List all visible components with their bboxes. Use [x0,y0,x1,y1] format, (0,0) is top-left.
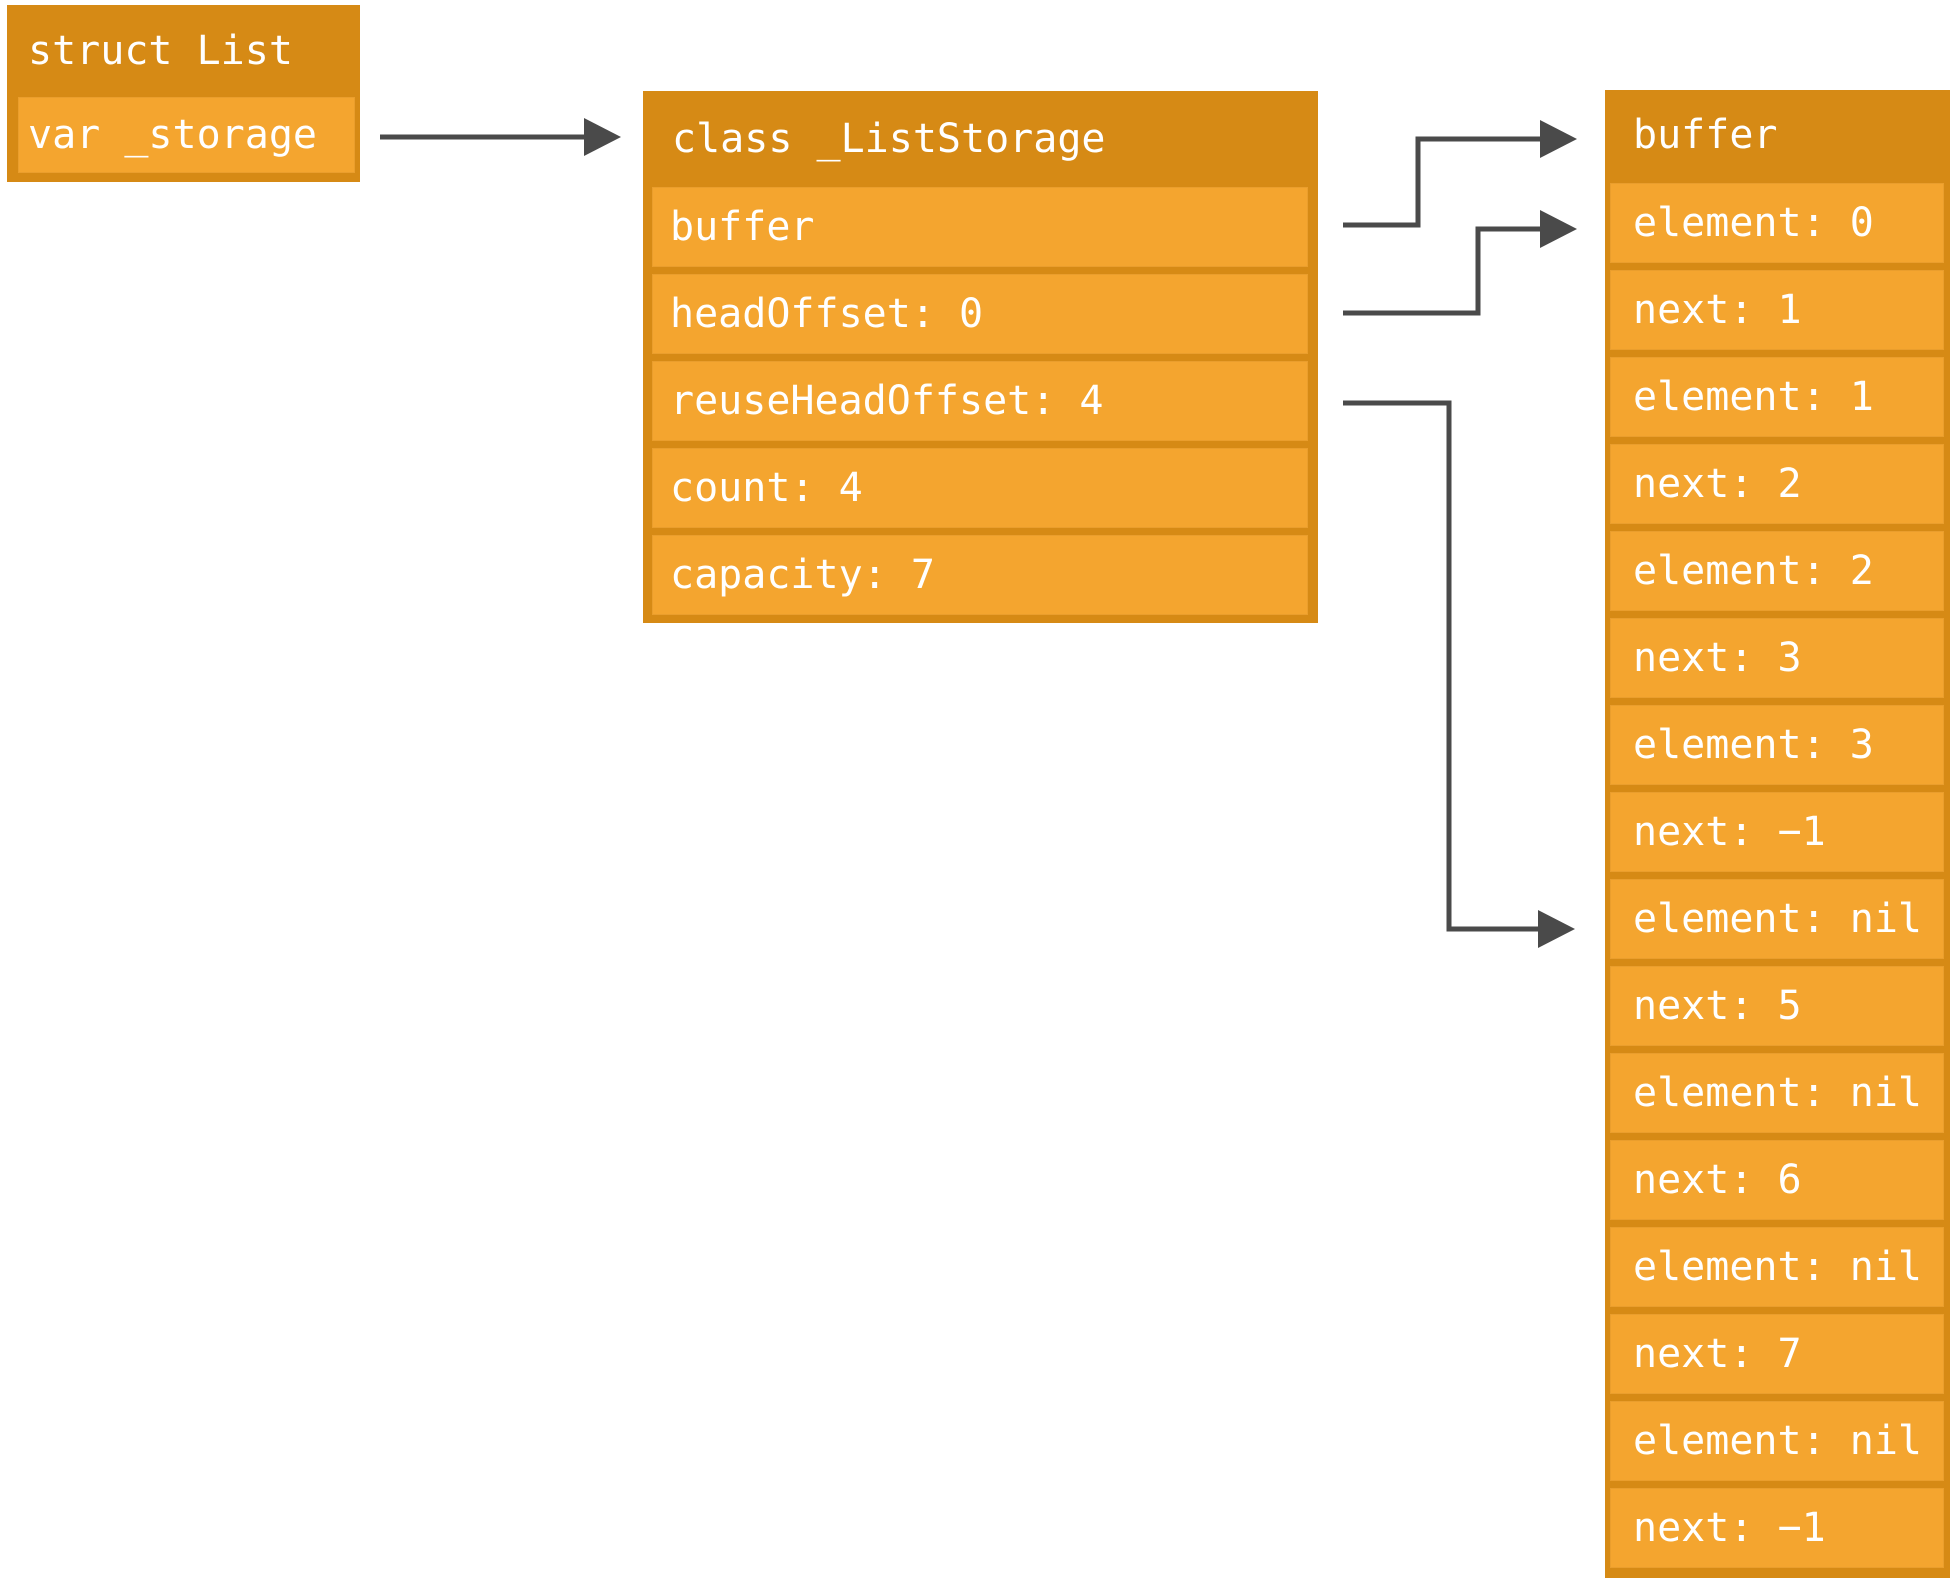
arrow-reuseheadoffset-to-slot4 [1343,400,1575,948]
list-storage-rows: buffer headOffset: 0 reuseHeadOffset: 4 … [643,187,1318,623]
field-row-buffer: buffer [652,187,1308,267]
buffer-array-title: buffer [1633,112,1778,158]
field-row-var-storage: var _storage [18,97,355,173]
buffer-slot-row: element: nil [1610,879,1944,959]
field-row-capacity: capacity: 7 [652,535,1308,615]
buffer-slot-row: next: −1 [1610,792,1944,872]
buffer-slot-row: element: nil [1610,1053,1944,1133]
arrow-buffer-field-to-buffer-header [1343,120,1577,228]
buffer-slot-row: element: nil [1610,1401,1944,1481]
buffer-slot-row: element: nil [1610,1227,1944,1307]
buffer-array-box: buffer element: 0 next: 1 element: 1 nex… [1605,90,1950,1578]
buffer-slot-row: element: 2 [1610,531,1944,611]
buffer-slot-row: next: 2 [1610,444,1944,524]
field-row-reuse-head-offset: reuseHeadOffset: 4 [652,361,1308,441]
struct-list-rows: var _storage [7,97,360,182]
arrow-storage-to-liststorage [380,118,621,156]
buffer-slot-row: next: 6 [1610,1140,1944,1220]
buffer-slot-row: element: 0 [1610,183,1944,263]
buffer-slot-row: element: 1 [1610,357,1944,437]
arrow-headoffset-to-element0 [1343,210,1577,316]
buffer-slot-row: next: −1 [1610,1488,1944,1568]
list-storage-title: class _ListStorage [672,116,1106,162]
field-row-count: count: 4 [652,448,1308,528]
buffer-slot-row: next: 7 [1610,1314,1944,1394]
buffer-slot-row: next: 3 [1610,618,1944,698]
struct-list-title: struct List [28,28,293,74]
buffer-slot-row: next: 5 [1610,966,1944,1046]
field-row-head-offset: headOffset: 0 [652,274,1308,354]
list-storage-box: class _ListStorage buffer headOffset: 0 … [643,91,1318,623]
struct-list-box: struct List var _storage [7,5,360,182]
buffer-array-rows: element: 0 next: 1 element: 1 next: 2 el… [1605,180,1950,1568]
buffer-slot-row: element: 3 [1610,705,1944,785]
buffer-slot-row: next: 1 [1610,270,1944,350]
